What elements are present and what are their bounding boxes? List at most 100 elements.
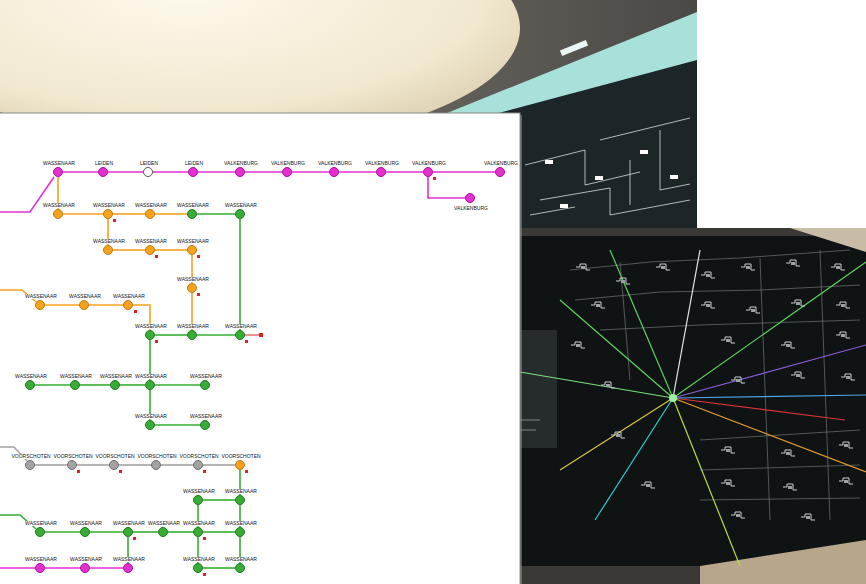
network-symbols-part [791,300,805,306]
network-symbols-part [839,442,853,448]
line-connector [153,171,188,173]
station-node: WASSENAAR [145,420,155,430]
line-connector [35,464,67,466]
station-node: WASSENAAR [145,245,155,255]
station-node: WASSENAAR [235,495,245,505]
display-symbols-part [545,160,553,164]
station-node: WASSENAAR [145,380,155,390]
line-connector [197,334,235,336]
network-hub [669,394,677,402]
display-schematic-part [525,150,640,185]
station-label: WASSENAAR [134,374,168,379]
network-symbols-part [836,302,850,308]
network-grid-part [600,320,860,330]
network-grid-part [760,258,770,520]
station-node: VOORSCHOTEN [25,460,35,470]
station-node: WASSENAAR [110,380,120,390]
station-label: WASSENAAR [176,277,210,282]
station-label: WASSENAAR [176,203,210,208]
wall-corner [790,228,866,252]
station-label: WASSENAAR [134,239,168,244]
network-lines-part [673,395,866,398]
station-node: LEIDEN [143,167,153,177]
station-node: WASSENAAR [187,330,197,340]
diagram-sheet [0,113,522,584]
network-lines-part [560,398,673,470]
station-label: LEIDEN [184,161,204,166]
network-lines-part [610,250,673,398]
network-symbols-part [831,264,845,270]
line-connector [119,464,151,466]
switch-markers-part [203,573,206,576]
station-label: VALKENBURG [270,161,306,166]
station-node: VOORSCHOTEN [235,460,245,470]
station-node: WASSENAAR [145,209,155,219]
station-label: WASSENAAR [134,203,168,208]
switch-markers-part [133,537,136,540]
network-symbols-part [841,374,855,380]
station-label: WASSENAAR [176,239,210,244]
station-node: WASSENAAR [123,527,133,537]
switch-markers-part [77,470,80,473]
display-symbols-part [640,150,648,154]
station-label: WASSENAAR [147,521,181,526]
network-symbols-part [721,480,735,486]
station-node: WASSENAAR [193,563,203,573]
network-lines-part [673,398,740,566]
station-node: WASSENAAR [187,283,197,293]
station-label: WASSENAAR [224,203,258,208]
network-grid [570,250,860,520]
line-connector [197,213,235,215]
line-connector [108,171,143,173]
network-symbols-part [801,514,815,520]
network-grid-part [575,285,860,300]
line-connector [77,464,109,466]
line-connector [133,531,158,533]
station-label: WASSENAAR [24,557,58,562]
station-label: VALKENBURG [317,161,353,166]
sheet [0,113,520,584]
station-node: WASSENAAR [79,300,89,310]
switch-markers-part [119,470,122,473]
network-symbols-part [781,342,795,348]
station-label: WASSENAAR [69,521,103,526]
station-node: VALKENBURG [282,167,292,177]
station-label: WASSENAAR [68,294,102,299]
display-header-box [560,40,588,56]
network-grid-part [570,250,850,270]
station-node: WASSENAAR [25,380,35,390]
line-connector [245,171,282,173]
network-lines [520,250,866,566]
station-node: WASSENAAR [187,209,197,219]
station-label: WASSENAAR [224,324,258,329]
line-connector [89,304,123,306]
network-symbols-part [721,337,735,343]
line-connector [63,213,103,215]
station-node: VALKENBURG [465,193,475,203]
station-label: VALKENBURG [483,161,519,166]
display-schematic [525,118,690,215]
station-node: WASSENAAR [35,527,45,537]
switch-markers-part [203,470,206,473]
network-symbols-part [741,264,755,270]
station-label: VOORSCHOTEN [136,454,177,459]
station-node: WASSENAAR [145,330,155,340]
network-symbols-part [786,260,800,266]
station-node: WASSENAAR [193,527,203,537]
network-symbols-part [576,264,590,270]
switch-markers-part [245,470,248,473]
station-label: VOORSCHOTEN [178,454,219,459]
switch-markers-part [155,255,158,258]
line-connector [155,249,187,251]
station-node: VOORSCHOTEN [109,460,119,470]
wall-bottom [700,540,866,584]
network-lines-part [673,398,866,472]
switch-markers-part [197,255,200,258]
network-symbols-part [731,512,745,518]
station-node: WASSENAAR [193,495,203,505]
line-connector [203,464,235,466]
station-node: VALKENBURG [235,167,245,177]
line-connector [155,384,200,386]
network-lines-part [560,300,673,398]
